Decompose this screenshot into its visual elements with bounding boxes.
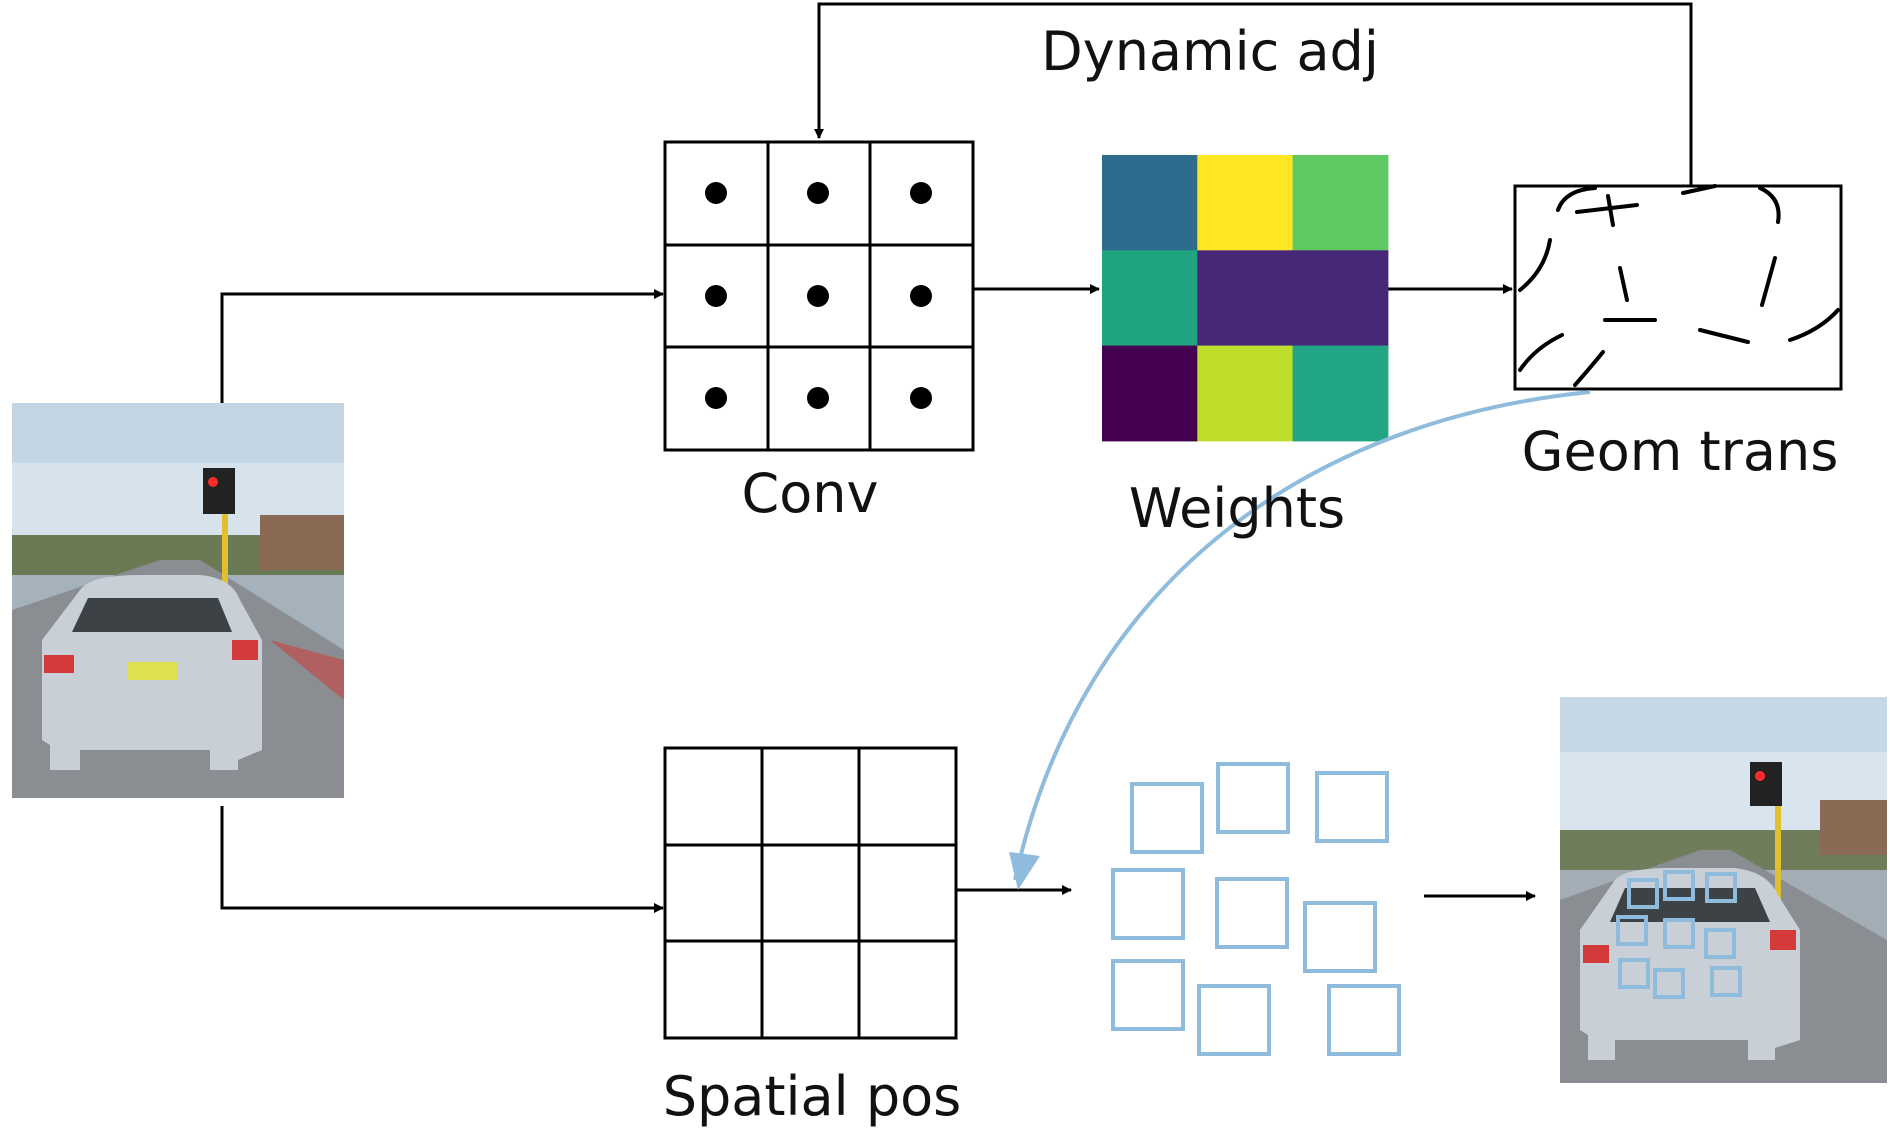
input-to-conv-arrow [220,289,664,403]
weight-cell-r1-c1 [1197,250,1294,347]
weight-cell-r2-c2 [1292,345,1389,442]
weight-cell-r1-c2 [1292,250,1389,347]
geom-to-spatial-curve-arrow [1013,390,1591,881]
geom-to-conv-feedback-arrow [814,2,1693,186]
weight-cell-r2-c0 [1102,345,1198,442]
curve-arrowhead [1009,852,1040,890]
weight-cell-r2-c1 [1197,345,1294,442]
geom-trans-box [1513,184,1843,391]
dynamic-adj-label: Dynamic adj [1041,20,1379,83]
weight-cell-r0-c1 [1197,155,1294,251]
weights-heatmap [1102,155,1389,442]
geom-trans-label: Geom trans [1522,420,1839,483]
weight-cell-r0-c2 [1292,155,1389,251]
conv-kernel-dots [705,182,932,409]
deformed-sample-squares [1111,762,1401,1056]
weight-cell-r1-c0 [1102,250,1198,347]
input-street-image [12,403,344,798]
weights-label: Weights [1129,477,1345,540]
conv-label: Conv [742,462,879,525]
spatial-pos-grid [663,746,958,1040]
output-street-image [1560,697,1887,1083]
spatial-pos-label: Spatial pos [663,1065,962,1128]
conv-kernel-grid [663,140,975,452]
input-to-spatial-arrow [220,806,664,913]
weight-cell-r0-c0 [1102,155,1198,251]
